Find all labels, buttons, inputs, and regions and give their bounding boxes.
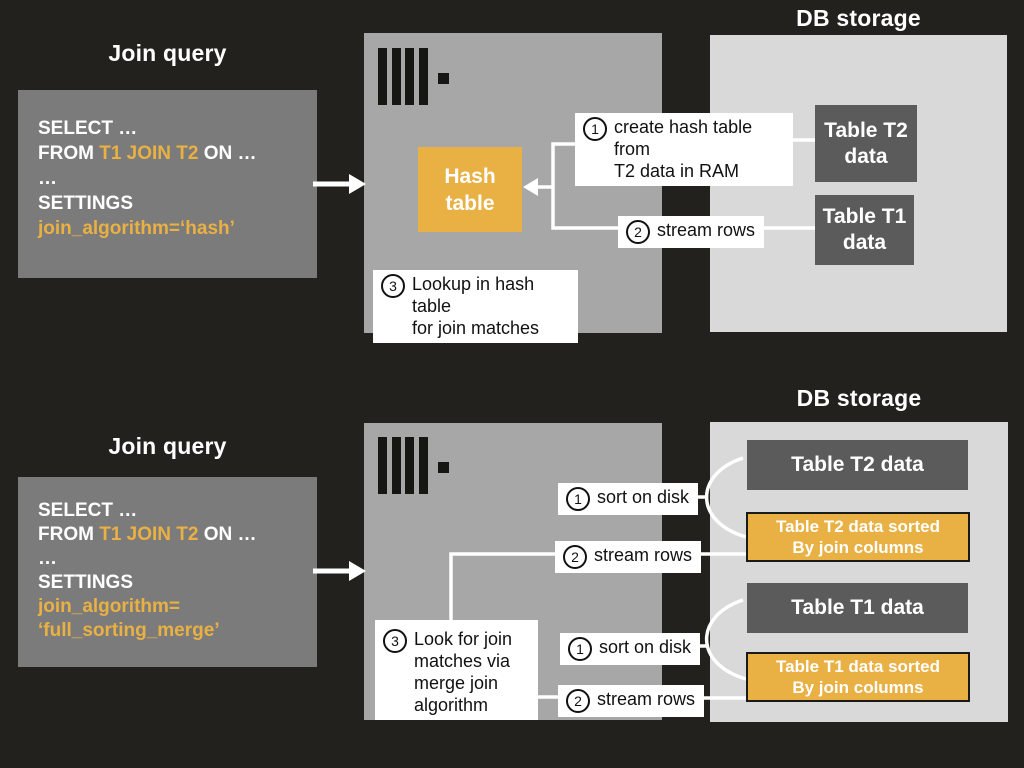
step-number-badge: 2 <box>626 220 650 244</box>
sql-algorithm-line1: join_algorithm= <box>38 596 180 617</box>
table-t1-data-box-top: Table T1 data <box>815 195 914 265</box>
query-box-bottom: SELECT … FROM T1 JOIN T2 ON … … SETTINGS… <box>18 477 317 667</box>
join-query-title-top: Join query <box>108 40 227 66</box>
table-t1-data-box-bottom: Table T1 data <box>747 583 968 633</box>
logo-bar <box>419 437 429 494</box>
step-number-badge: 2 <box>566 689 590 713</box>
sql-join-highlight: T1 JOIN T2 <box>99 524 199 545</box>
logo-bar <box>419 48 429 105</box>
table-t2-sorted-box: Table T2 data sorted By join columns <box>746 512 970 562</box>
step3-label-top: 3 Lookup in hash table for join matches <box>373 270 578 343</box>
step-number-badge: 3 <box>381 274 405 298</box>
logo-bar <box>378 48 387 105</box>
step2-label-top: 2 stream rows <box>618 216 765 248</box>
sql-from-line: FROM T1 JOIN T2 ON … <box>38 524 257 545</box>
db-storage-title-bottom: DB storage <box>796 385 922 411</box>
sql-dots-line: … <box>38 548 57 569</box>
sort-t2-label: 1 sort on disk <box>558 483 699 515</box>
clickhouse-logo-icon <box>378 437 449 494</box>
stream-t2-label: 2 stream rows <box>555 541 702 573</box>
step-label-text: sort on disk <box>599 637 692 657</box>
logo-dot <box>437 73 449 84</box>
sql-from-line: FROM T1 JOIN T2 ON … <box>38 143 257 164</box>
sql-algorithm-line: join_algorithm=‘hash’ <box>38 218 235 239</box>
step-label-text: create hash table from T2 data in RAM <box>614 117 753 181</box>
logo-dot <box>437 462 449 473</box>
step-number-badge: 3 <box>383 629 407 653</box>
step-label-text: Lookup in hash table for join matches <box>412 274 540 338</box>
sql-join-highlight: T1 JOIN T2 <box>99 143 199 164</box>
sql-dots-line: … <box>38 168 57 189</box>
step-label-text: stream rows <box>594 545 693 565</box>
db-storage-title-top: DB storage <box>796 5 921 31</box>
step1-label-top: 1 create hash table from T2 data in RAM <box>575 113 793 186</box>
sql-select-line: SELECT … <box>38 500 138 521</box>
step-number-badge: 1 <box>583 117 607 141</box>
sql-settings-line: SETTINGS <box>38 572 134 593</box>
step-number-badge: 1 <box>568 637 592 661</box>
table-t2-data-box-top: Table T2 data <box>815 105 917 182</box>
sql-settings-line: SETTINGS <box>38 193 134 214</box>
clickhouse-logo-icon <box>378 48 449 105</box>
step-number-badge: 2 <box>563 545 587 569</box>
logo-bar <box>391 48 401 105</box>
logo-bar <box>405 48 415 105</box>
logo-bar <box>378 437 387 494</box>
step-label-text: stream rows <box>597 689 696 709</box>
step-label-text: stream rows <box>657 220 756 240</box>
step-label-text: Look for join matches via merge join alg… <box>414 629 513 715</box>
step3-label-bottom: 3 Look for join matches via merge join a… <box>375 620 538 720</box>
stream-t1-label: 2 stream rows <box>558 685 705 717</box>
join-query-title-bottom: Join query <box>108 433 227 459</box>
hash-table-box: Hash table <box>418 147 522 232</box>
table-t1-sorted-box: Table T1 data sorted By join columns <box>746 652 970 702</box>
logo-bar <box>405 437 415 494</box>
sort-t1-label: 1 sort on disk <box>560 633 701 665</box>
step-number-badge: 1 <box>566 487 590 511</box>
sql-select-line: SELECT … <box>38 118 138 139</box>
step-label-text: sort on disk <box>597 487 690 507</box>
table-t2-data-box-bottom: Table T2 data <box>747 440 968 490</box>
query-box-top: SELECT … FROM T1 JOIN T2 ON … … SETTINGS… <box>18 90 317 278</box>
logo-bar <box>391 437 401 494</box>
sql-algorithm-line2: ‘full_sorting_merge’ <box>38 620 220 641</box>
